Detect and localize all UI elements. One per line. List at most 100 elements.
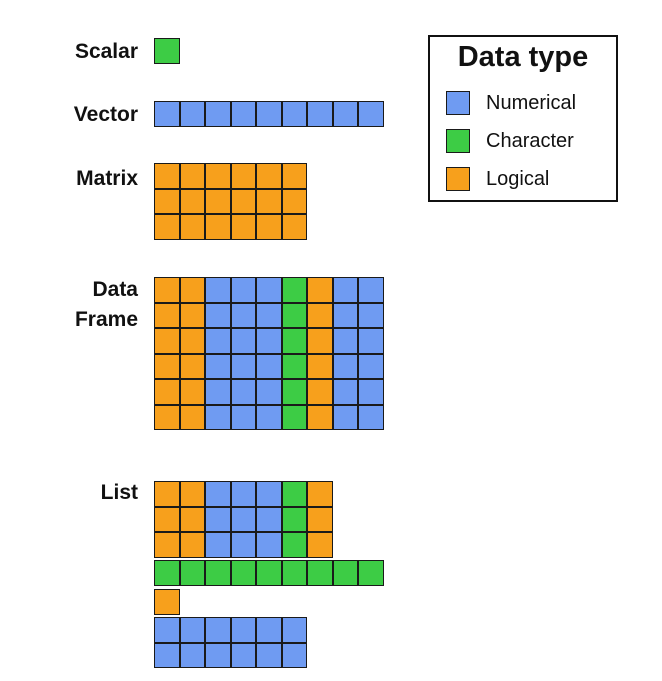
numerical-cell (358, 404, 384, 430)
character-cell (358, 560, 384, 586)
logical-cell (154, 589, 180, 615)
logical-cell (154, 404, 180, 430)
logical-swatch (446, 167, 470, 191)
logical-cell (205, 163, 231, 189)
numerical-cell (307, 101, 333, 127)
numerical-cell (154, 617, 180, 643)
numerical-cell (230, 353, 256, 379)
logical-cell (281, 163, 307, 189)
logical-cell (179, 188, 205, 214)
list-label: List (100, 481, 138, 504)
character-cell (230, 560, 256, 586)
logical-cell (205, 214, 231, 240)
vector-grid (154, 101, 384, 127)
numerical-cell (230, 532, 256, 558)
matrix-label: Matrix (76, 167, 138, 190)
numerical-cell (230, 302, 256, 328)
logical-cell (154, 481, 180, 507)
character-swatch (446, 129, 470, 153)
numerical-cell (205, 506, 231, 532)
vector-label: Vector (73, 103, 138, 126)
character-cell (281, 404, 307, 430)
numerical-cell (256, 379, 282, 405)
character-cell (281, 379, 307, 405)
numerical-cell (205, 277, 231, 303)
logical-cell (179, 532, 205, 558)
numerical-cell (230, 101, 256, 127)
logical-cell (154, 302, 180, 328)
numerical-cell (256, 101, 282, 127)
numerical-cell (332, 404, 358, 430)
numerical-cell (205, 404, 231, 430)
numerical-cell (256, 617, 282, 643)
logical-cell (154, 163, 180, 189)
numerical-cell (205, 379, 231, 405)
legend-box: Data type Numerical Character Logical (428, 35, 618, 202)
character-cell (281, 506, 307, 532)
numerical-cell (281, 617, 307, 643)
character-cell (281, 532, 307, 558)
logical-cell (179, 481, 205, 507)
matrix-grid (154, 163, 307, 240)
character-cell (281, 328, 307, 354)
numerical-cell (256, 481, 282, 507)
numerical-cell (205, 532, 231, 558)
character-cell (332, 560, 358, 586)
logical-cell (154, 214, 180, 240)
numerical-cell (358, 101, 384, 127)
logical-cell (179, 404, 205, 430)
logical-cell (307, 277, 333, 303)
character-cell (281, 353, 307, 379)
numerical-cell (358, 328, 384, 354)
logical-cell (281, 214, 307, 240)
numerical-cell (358, 353, 384, 379)
legend-item-numerical: Numerical (446, 90, 576, 116)
numerical-cell (332, 302, 358, 328)
numerical-cell (256, 328, 282, 354)
logical-cell (307, 506, 333, 532)
scalar-grid (154, 38, 180, 64)
numerical-cell (281, 642, 307, 668)
numerical-cell (332, 101, 358, 127)
numerical-cell (256, 404, 282, 430)
logical-cell (205, 188, 231, 214)
logical-cell (281, 188, 307, 214)
numerical-cell (332, 379, 358, 405)
logical-cell (179, 277, 205, 303)
numerical-cell (205, 101, 231, 127)
legend-item-logical: Logical (446, 166, 549, 192)
logical-cell (307, 481, 333, 507)
scalar-label: Scalar (74, 40, 138, 63)
logical-cell (154, 353, 180, 379)
logical-cell (307, 404, 333, 430)
numerical-cell (230, 404, 256, 430)
logical-cell (307, 302, 333, 328)
logical-cell (307, 353, 333, 379)
numerical-cell (256, 506, 282, 532)
numerical-cell (205, 617, 231, 643)
logical-cell (154, 506, 180, 532)
logical-cell (154, 277, 180, 303)
numerical-cell (358, 379, 384, 405)
logical-cell (179, 353, 205, 379)
character-cell (256, 560, 282, 586)
legend-item-character: Character (446, 128, 574, 154)
numerical-cell (256, 302, 282, 328)
character-cell (307, 560, 333, 586)
numerical-cell (256, 532, 282, 558)
character-cell (281, 560, 307, 586)
numerical-cell (205, 642, 231, 668)
logical-cell (154, 328, 180, 354)
data-frame-label-line1: Data (92, 278, 138, 301)
numerical-cell (332, 328, 358, 354)
numerical-cell (205, 302, 231, 328)
list-part-grid (154, 589, 180, 615)
numerical-cell (154, 642, 180, 668)
numerical-cell (230, 617, 256, 643)
logical-cell (179, 379, 205, 405)
legend-title: Data type (457, 41, 589, 73)
list-part-grid (154, 560, 384, 586)
logical-cell (307, 379, 333, 405)
logical-cell (179, 214, 205, 240)
character-cell (179, 560, 205, 586)
